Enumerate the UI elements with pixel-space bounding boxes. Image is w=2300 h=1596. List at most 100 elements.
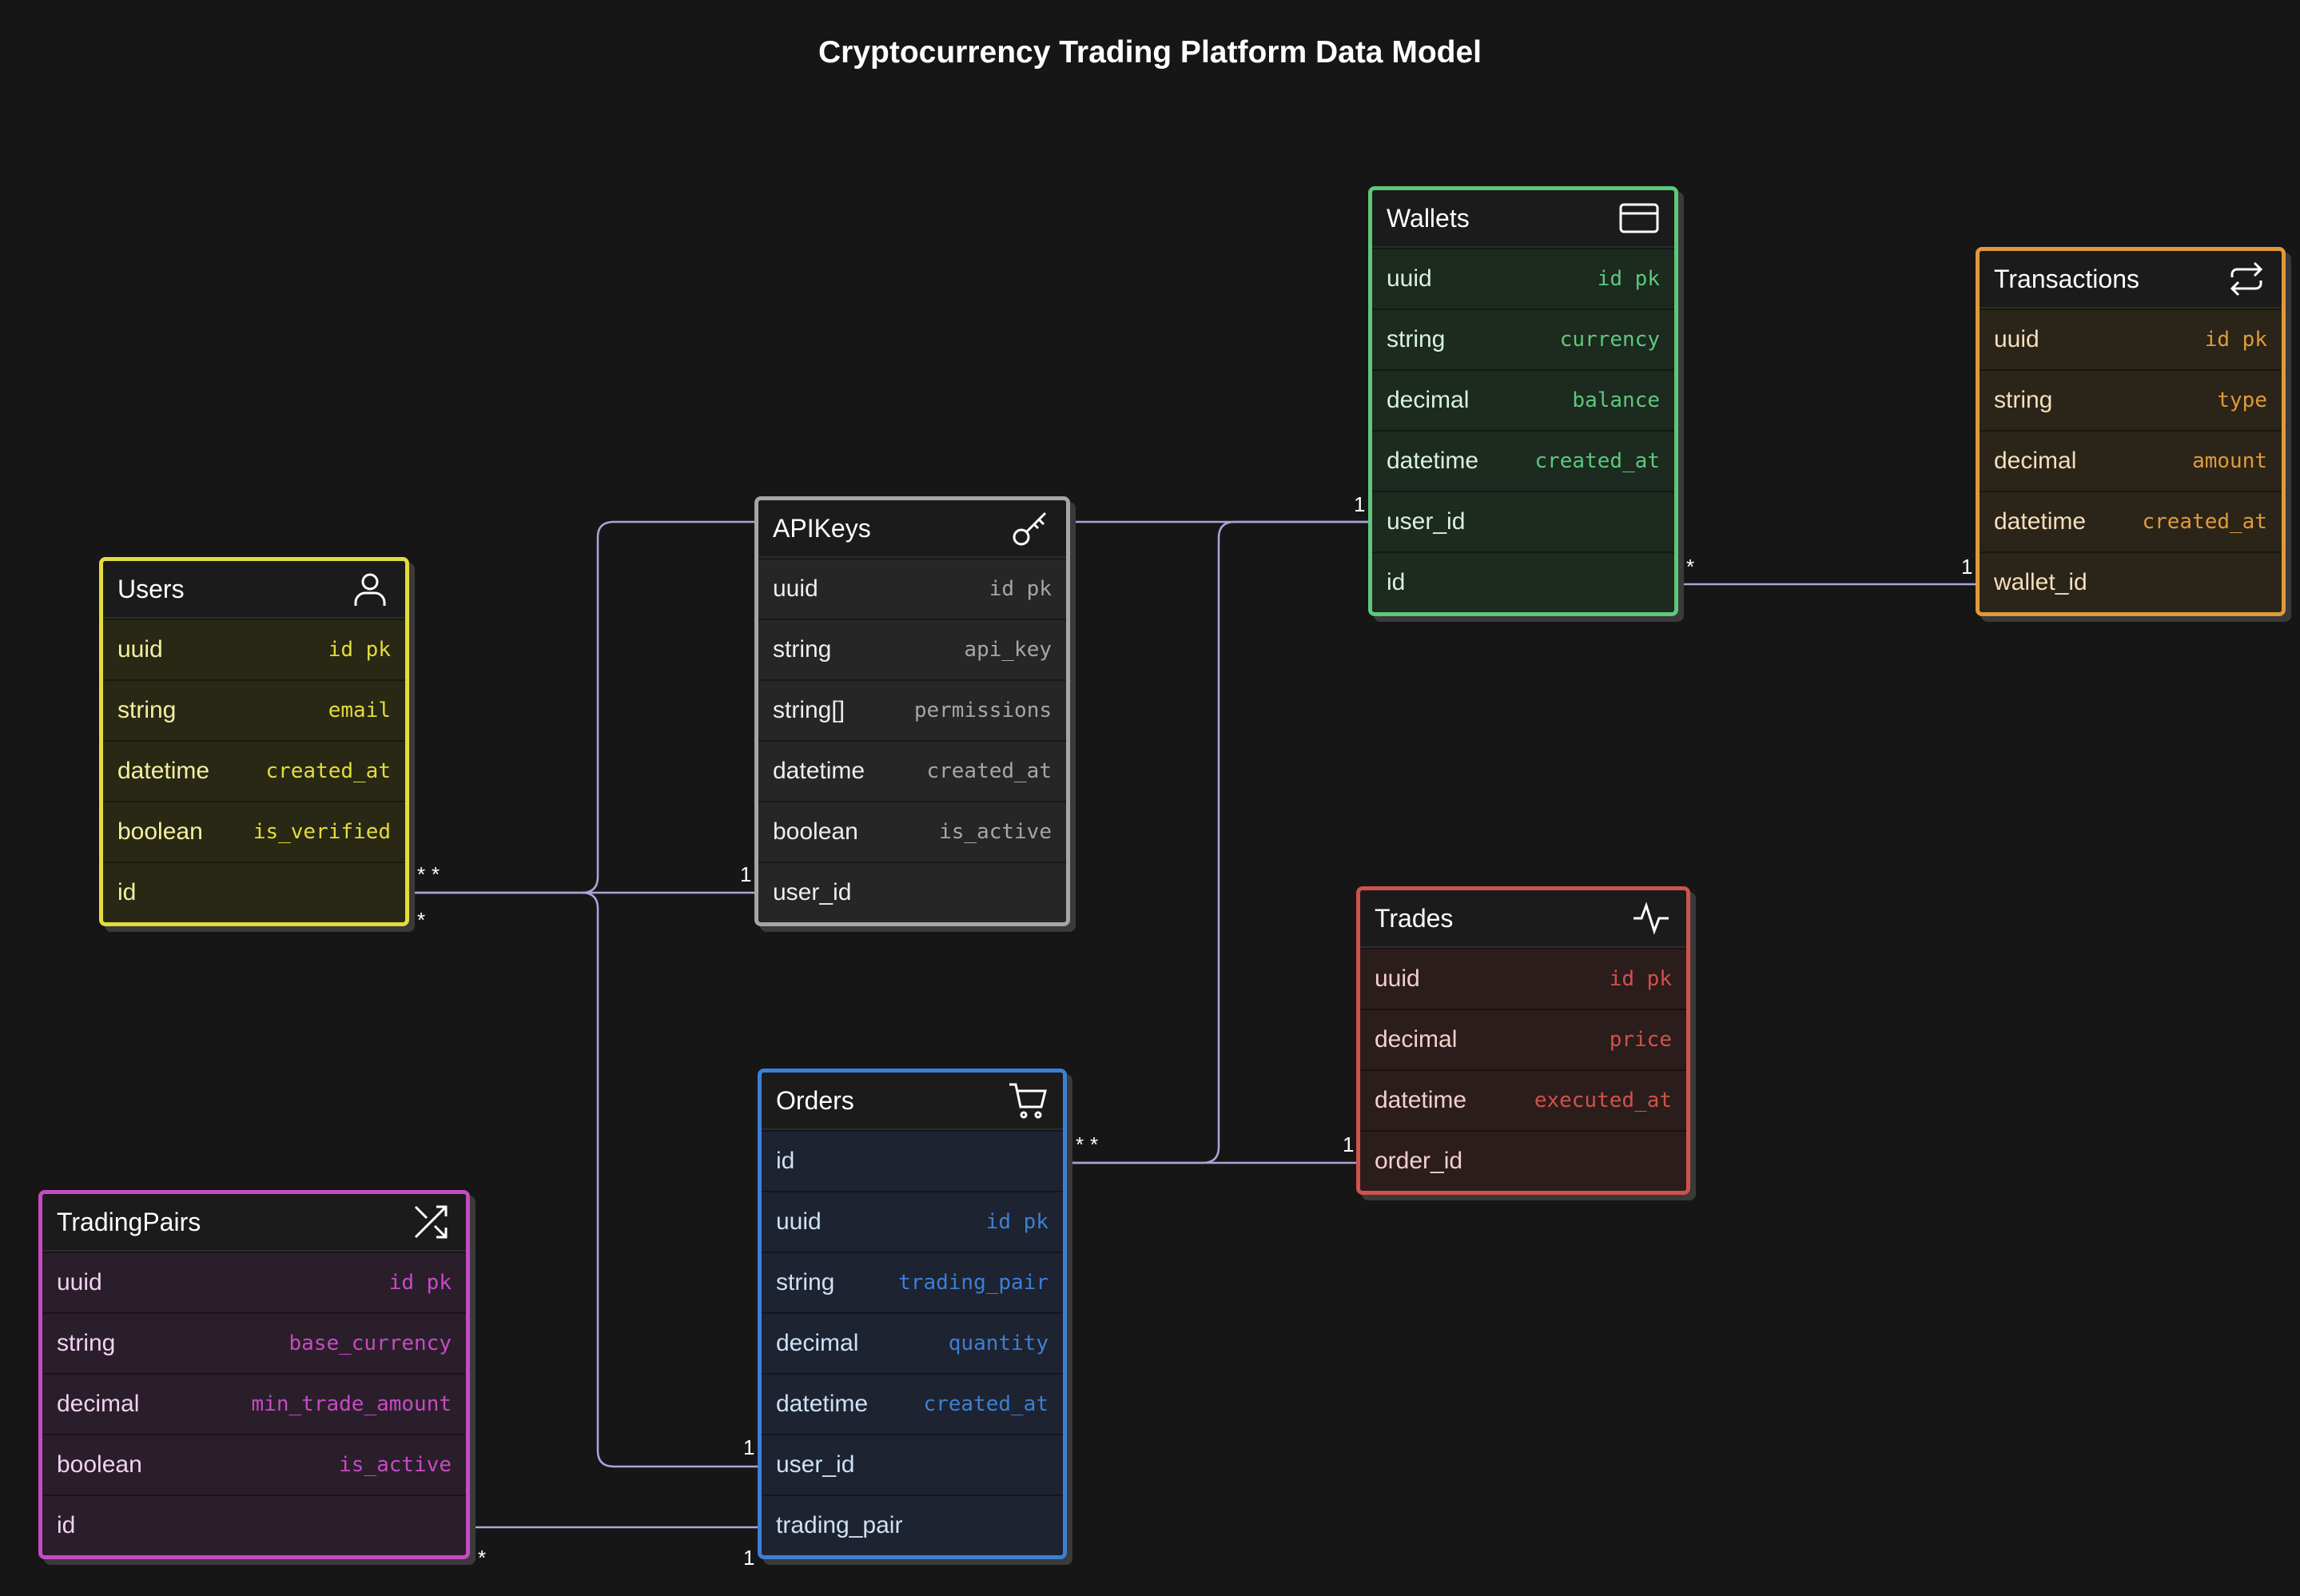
attribute-type: string	[57, 1330, 116, 1356]
attribute-row: id	[103, 862, 405, 922]
relationship-line	[581, 891, 761, 1468]
attribute-type: uuid	[1375, 965, 1420, 992]
attribute-name: trading_pair	[898, 1271, 1049, 1295]
diagram-title: Cryptocurrency Trading Platform Data Mod…	[818, 35, 1482, 70]
cardinality-label: 1	[1961, 555, 1972, 579]
attribute-row: id	[762, 1130, 1063, 1191]
attribute-name: id pk	[1609, 967, 1672, 991]
cardinality-label: 1	[743, 1435, 754, 1459]
attribute-name: is_active	[339, 1453, 452, 1477]
attribute-type: id	[117, 879, 137, 905]
attribute-row: trading_pair	[762, 1495, 1063, 1555]
attribute-row: uuid id pk	[42, 1252, 466, 1312]
attribute-type: uuid	[1387, 265, 1432, 292]
attribute-type: user_id	[773, 879, 852, 905]
attribute-name: balance	[1572, 388, 1660, 412]
attribute-type: datetime	[1994, 508, 2087, 535]
attribute-name: min_trade_amount	[251, 1392, 452, 1416]
attribute-name: id pk	[388, 1271, 452, 1295]
attribute-type: decimal	[1387, 387, 1470, 413]
entity-header: Transactions	[1980, 251, 2282, 308]
attribute-row: datetime created_at	[758, 740, 1066, 801]
attribute-type: boolean	[117, 818, 203, 845]
attribute-name: id pk	[989, 577, 1052, 601]
attribute-type: decimal	[1375, 1026, 1458, 1053]
attribute-type: wallet_id	[1994, 569, 2087, 595]
attribute-type: datetime	[117, 758, 210, 784]
attribute-name: created_at	[2142, 510, 2267, 534]
attribute-name: base_currency	[288, 1331, 452, 1355]
attribute-name: currency	[1559, 328, 1660, 352]
relationship-line	[1063, 520, 1373, 1164]
cardinality-label: 1	[743, 1546, 754, 1570]
attribute-type: decimal	[57, 1391, 140, 1417]
entity-name: Trades	[1375, 903, 1454, 933]
attribute-name: permissions	[913, 698, 1052, 722]
cardinality-label: *	[417, 908, 425, 932]
entity-name: TradingPairs	[57, 1207, 201, 1236]
entity-name: Wallets	[1387, 203, 1470, 233]
entity-header: Trades	[1360, 890, 1686, 948]
attribute-name: id pk	[2204, 328, 2267, 352]
attribute-name: created_at	[265, 759, 391, 783]
attribute-type: string	[773, 636, 832, 663]
attribute-row: user_id	[758, 862, 1066, 922]
entity-tradingpairs[interactable]: TradingPairs uuid id pk string base_currenc…	[38, 1190, 470, 1559]
entity-header: Orders	[762, 1073, 1063, 1130]
key-icon	[1010, 507, 1052, 549]
attribute-row: string[]permissions	[758, 679, 1066, 740]
attribute-type: id	[57, 1512, 76, 1538]
attribute-row: id	[42, 1495, 466, 1555]
entity-name: Transactions	[1994, 264, 2139, 293]
attribute-type: uuid	[776, 1208, 822, 1235]
attribute-type: user_id	[1387, 508, 1466, 535]
attribute-name: email	[328, 698, 391, 722]
attribute-row: decimal balance	[1372, 369, 1674, 430]
attribute-row: wallet_id	[1980, 551, 2282, 612]
user-icon	[349, 568, 391, 610]
entity-header: Wallets	[1372, 190, 1674, 248]
cardinality-label: *	[432, 862, 440, 886]
credit-card-icon	[1618, 197, 1660, 239]
entity-header: Users	[103, 561, 405, 619]
attribute-row: boolean is_verified	[103, 801, 405, 862]
attribute-type: datetime	[773, 758, 865, 784]
activity-icon	[1630, 898, 1672, 939]
cardinality-label: 1	[1343, 1132, 1354, 1156]
attribute-row: decimal min_trade_amount	[42, 1373, 466, 1434]
attribute-type: trading_pair	[776, 1512, 903, 1538]
attribute-type: decimal	[776, 1330, 859, 1356]
cardinality-label: *	[1076, 1132, 1084, 1156]
cardinality-label: *	[478, 1546, 486, 1570]
attribute-type: uuid	[57, 1269, 102, 1296]
entity-header: APIKeys	[758, 500, 1066, 558]
attribute-name: created_at	[926, 759, 1052, 783]
shuffle-icon	[410, 1201, 452, 1243]
attribute-type: id	[776, 1148, 795, 1174]
relationship-line	[403, 520, 1373, 894]
entity-header: TradingPairs	[42, 1194, 466, 1252]
attribute-type: boolean	[773, 818, 858, 845]
cardinality-label: *	[1686, 555, 1694, 579]
attribute-type: uuid	[117, 636, 163, 663]
attribute-name: is_verified	[253, 820, 391, 844]
